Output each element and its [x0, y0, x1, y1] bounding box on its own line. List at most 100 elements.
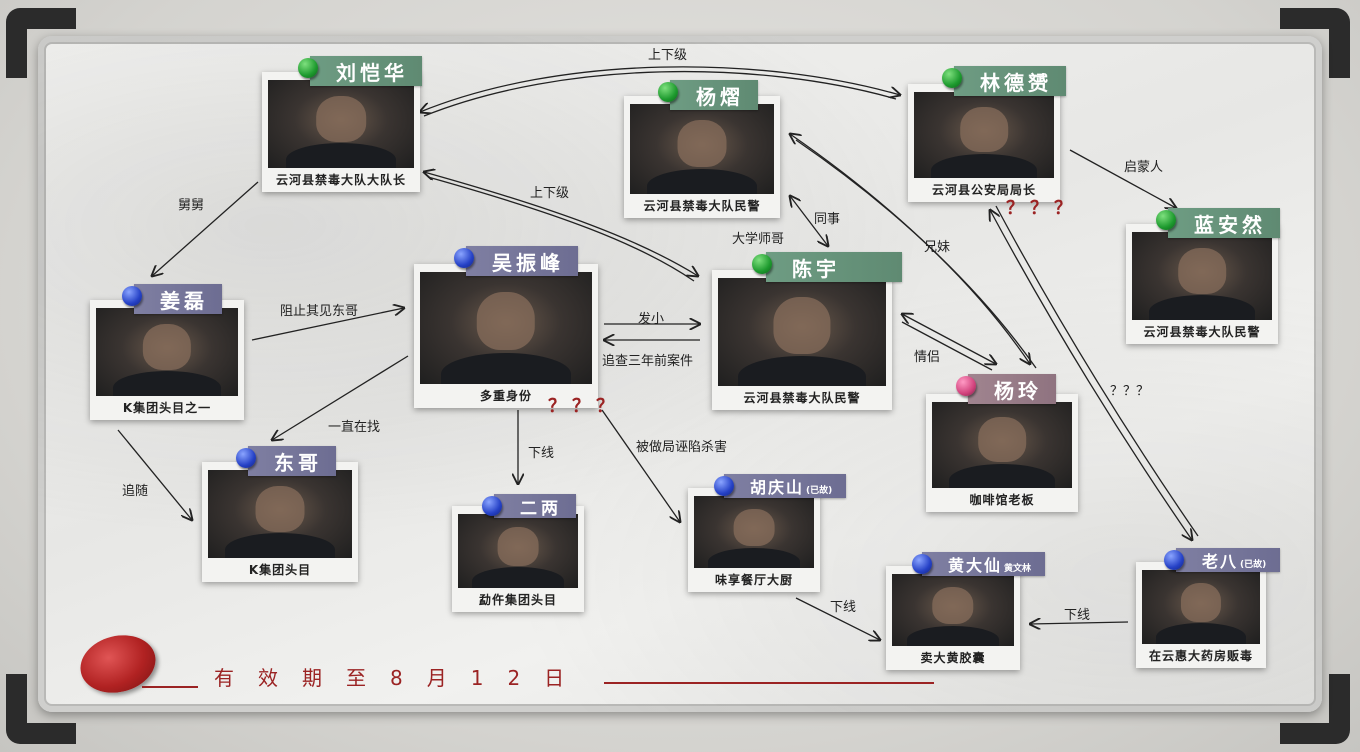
name-label: 刘恺华 — [336, 60, 408, 85]
card-caption: 云河县禁毒大队民警 — [743, 391, 861, 405]
real-name-note: 黄文林 — [1004, 564, 1032, 574]
pink-pin-icon — [956, 376, 976, 396]
portrait-photo — [96, 308, 238, 396]
relation-label-jiang-wu: 阻止其见东哥 — [280, 304, 359, 319]
name-label: 杨玲 — [994, 378, 1042, 403]
name-tag-jiang-lei: 姜磊 — [134, 284, 222, 314]
validity-underline-right — [604, 682, 934, 684]
card-liu-kaihua: 云河县禁毒大队大队长 — [262, 72, 420, 192]
portrait-photo — [718, 278, 886, 386]
relation-label-laoba-huang: 下线 — [1064, 608, 1091, 623]
card-caption: 咖啡馆老板 — [969, 493, 1035, 507]
card-chen-yu: 云河县禁毒大队民警 — [712, 270, 892, 410]
name-label: 杨熠 — [696, 84, 744, 109]
name-tag-liu-kaihua: 刘恺华 — [310, 56, 422, 86]
deceased-note: (已故) — [806, 486, 833, 496]
card-dongge: K集团头目 — [202, 462, 358, 582]
relation-label-yang-ling: 兄妹 — [924, 240, 951, 255]
name-tag-yang-ling: 杨玲 — [968, 374, 1056, 404]
portrait-photo — [1132, 232, 1272, 320]
arrow-liu-lin — [420, 66, 900, 112]
portrait-photo — [420, 272, 592, 384]
relation-label-chen-wu-case: 追查三年前案件 — [602, 354, 694, 369]
card-caption: 云河县禁毒大队大队长 — [275, 173, 406, 187]
relation-label-wu-chen-friend: 发小 — [638, 312, 665, 327]
card-yang-ling: 咖啡馆老板 — [926, 394, 1078, 512]
name-tag-hu-qingshan: 胡庆山(已故) — [724, 474, 847, 498]
portrait-photo — [932, 402, 1072, 488]
relation-label-liu-chen: 上下级 — [530, 186, 570, 201]
relation-label-lin-laoba: ？？？ — [1110, 384, 1150, 399]
green-pin-icon — [752, 254, 772, 274]
relation-label-wu-erliang: 下线 — [528, 446, 555, 461]
card-laoba: 在云惠大药房贩毒 — [1136, 562, 1266, 668]
card-caption: 云河县公安局局长 — [931, 183, 1036, 197]
blue-pin-icon — [236, 448, 256, 468]
relation-label-hu-huang: 下线 — [830, 600, 857, 615]
green-pin-icon — [298, 58, 318, 78]
card-huang-daxian: 卖大黄胶囊 — [886, 566, 1020, 670]
name-tag-lan-anran: 蓝安然 — [1168, 208, 1280, 238]
relation-label-chen-ling: 情侣 — [914, 350, 941, 365]
relation-label-yang-chen-colleague: 同事 — [814, 212, 841, 227]
blue-pin-icon — [912, 554, 932, 574]
name-tag-dongge: 东哥 — [248, 446, 336, 476]
name-tag-lin-deyun: 林德赟 — [954, 66, 1066, 96]
card-lin-deyun: 云河县公安局局长 — [908, 84, 1060, 202]
arrow-jiang-wu — [251, 308, 404, 341]
question-marks: ？？？ — [1006, 198, 1078, 219]
card-yang-rong: 云河县禁毒大队民警 — [624, 96, 780, 218]
portrait-photo — [630, 104, 774, 194]
card-caption: 多重身份 — [479, 389, 532, 403]
blue-pin-icon — [454, 248, 474, 268]
name-tag-erliang: 二两 — [494, 494, 576, 519]
name-tag-huang-daxian: 黄大仙黄文林 — [922, 552, 1046, 576]
card-caption: 在云惠大药房贩毒 — [1148, 649, 1253, 663]
name-tag-laoba: 老八(已故) — [1176, 548, 1281, 572]
arrow-hu-huang — [795, 597, 880, 640]
arrow-jiang-dongge — [117, 429, 192, 520]
name-tag-yang-rong: 杨熠 — [670, 80, 758, 110]
relation-label-liu-lin: 上下级 — [648, 48, 688, 63]
arrow-chen-ling — [902, 314, 996, 364]
deceased-note: (已故) — [1240, 560, 1267, 570]
relation-label-wu-hu: 被做局诬陷杀害 — [636, 440, 728, 455]
validity-underline-left — [142, 686, 198, 688]
arrow-lin-lan — [1069, 149, 1176, 208]
validity-date-text: 有效期至8月12日 — [214, 666, 589, 690]
name-label: 二两 — [520, 498, 562, 519]
name-label: 蓝安然 — [1194, 212, 1266, 237]
name-label: 姜磊 — [160, 288, 208, 313]
arrow-wu-dongge — [272, 355, 409, 440]
card-wu-zhenfeng: 多重身份 — [414, 264, 598, 408]
card-jiang-lei: K集团头目之一 — [90, 300, 244, 420]
arrow-wu-hu — [601, 409, 680, 522]
name-label: 老八 — [1202, 552, 1239, 571]
card-caption: 云河县禁毒大队民警 — [1143, 325, 1261, 339]
name-label: 东哥 — [274, 450, 322, 475]
green-pin-icon — [942, 68, 962, 88]
name-label: 林德赟 — [980, 70, 1052, 95]
name-label: 陈宇 — [792, 256, 840, 281]
relation-label-liu-jiang: 舅舅 — [178, 198, 205, 213]
name-label: 吴振峰 — [492, 250, 564, 275]
card-erliang: 勐仵集团头目 — [452, 506, 584, 612]
portrait-photo — [458, 514, 578, 588]
relation-label-jiang-dongge: 追随 — [122, 484, 149, 499]
card-caption: K集团头目之一 — [122, 401, 212, 415]
portrait-photo — [914, 92, 1054, 178]
name-tag-chen-yu: 陈宇 — [766, 252, 902, 282]
question-marks: ？？？ — [548, 396, 620, 417]
relation-label-wu-dongge: 一直在找 — [328, 420, 381, 435]
card-hu-qingshan: 味享餐厅大厨 — [688, 488, 820, 592]
arrow-liu-chen — [424, 172, 698, 276]
arrow-laoba-huang — [1030, 622, 1129, 624]
green-pin-icon — [658, 82, 678, 102]
portrait-photo — [892, 574, 1014, 646]
blue-pin-icon — [714, 476, 734, 496]
portrait-photo — [694, 496, 814, 568]
portrait-photo — [208, 470, 352, 558]
green-pin-icon — [1156, 210, 1176, 230]
